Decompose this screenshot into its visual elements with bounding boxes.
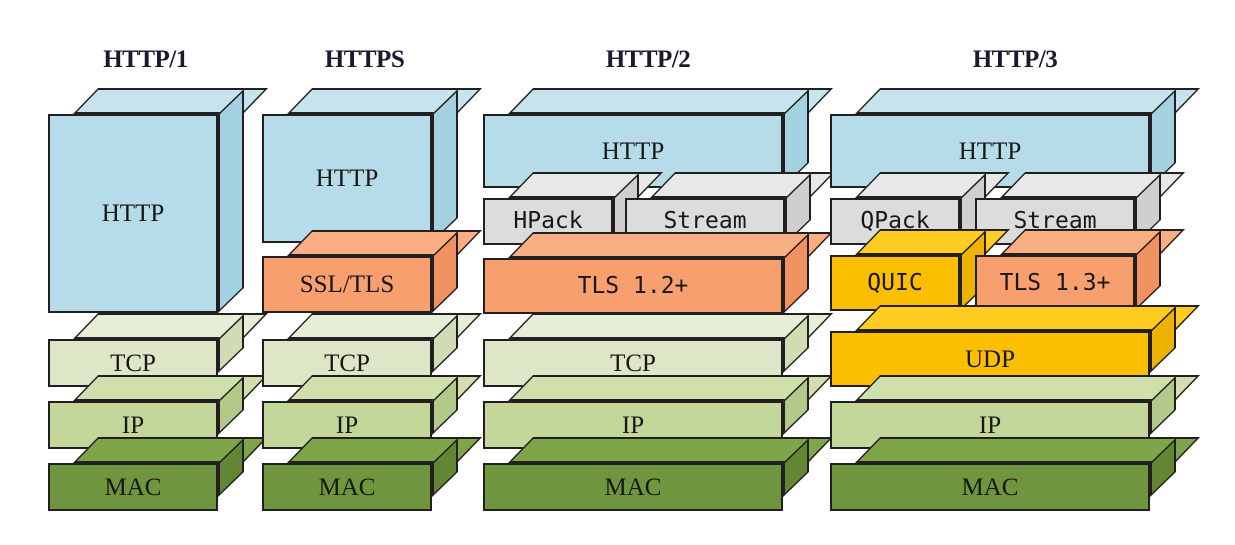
block-front-face: TLS 1.3+ [975,255,1135,311]
layer-label: IP [621,411,645,439]
block-http3-mac: MAC [830,437,1201,511]
block-https-mac: MAC [262,437,483,511]
block-top-face [855,375,1201,401]
layer-label: UDP [964,345,1015,373]
layer-label: TCP [324,349,370,377]
block-front-face: MAC [483,463,783,511]
column-title-http1: HTTP/1 [103,46,188,73]
block-top-face [855,88,1201,114]
block-http2-tls: TLS 1.2+ [483,232,834,314]
block-top-face [508,232,834,258]
layer-label: HTTP [601,137,665,165]
layer-label: HTTP [315,165,379,192]
block-http3-quic: QUIC [830,229,1011,311]
layer-label: TCP [110,349,156,377]
layer-label: HTTP [101,200,165,227]
block-front-face: MAC [262,463,432,511]
column-title-http3: HTTP/3 [972,46,1058,73]
layer-label: IP [335,411,359,439]
layer-label: MAC [604,473,662,501]
block-top-face [508,88,834,114]
layer-label: HTTP [958,137,1022,165]
layer-label: TLS 1.3+ [999,269,1111,296]
block-front-face: MAC [830,463,1150,511]
layer-label: MAC [104,473,162,501]
layer-label: HPack [513,208,583,234]
block-https-ssl-tls: SSL/TLS [262,230,483,315]
block-front-face: QUIC [830,255,960,311]
layer-label: IP [978,411,1002,439]
block-top-face [855,437,1201,463]
block-side-face [432,88,458,243]
block-front-face: HTTP [48,114,218,313]
block-http3-udp: UDP [830,305,1201,387]
layer-label: TCP [610,349,656,377]
block-http3-ip: IP [830,375,1201,449]
block-top-face [508,375,834,401]
block-side-face [218,88,244,313]
block-front-face: SSL/TLS [262,256,432,313]
layer-label: SSL/TLS [299,271,395,298]
column-title-https: HTTPS [324,46,405,73]
block-https-http: HTTP [262,88,483,243]
block-http1-tcp: TCP [48,313,269,387]
layer-label: QPack [860,208,930,234]
block-top-face [855,305,1201,331]
column-title-http2: HTTP/2 [605,46,691,73]
layer-label: MAC [318,473,376,501]
block-front-face: TLS 1.2+ [483,258,783,314]
layer-label: Stream [1013,208,1097,234]
block-https-ip: IP [262,375,483,449]
block-http1-mac: MAC [48,437,269,511]
layer-label: IP [121,411,145,439]
block-top-face [508,437,834,463]
block-http2-tcp: TCP [483,313,834,387]
block-front-face: MAC [48,463,218,511]
block-http3-tls: TLS 1.3+ [975,229,1186,311]
block-http2-mac: MAC [483,437,834,511]
layer-label: Stream [663,208,747,234]
layer-label: QUIC [867,269,923,296]
layer-label: TLS 1.2+ [577,272,689,299]
block-top-face [508,313,834,339]
block-https-tcp: TCP [262,313,483,387]
block-http1-http: HTTP [48,88,269,313]
block-http1-ip: IP [48,375,269,449]
block-http2-ip: IP [483,375,834,449]
block-front-face: HTTP [262,114,432,243]
layer-label: MAC [961,473,1019,501]
